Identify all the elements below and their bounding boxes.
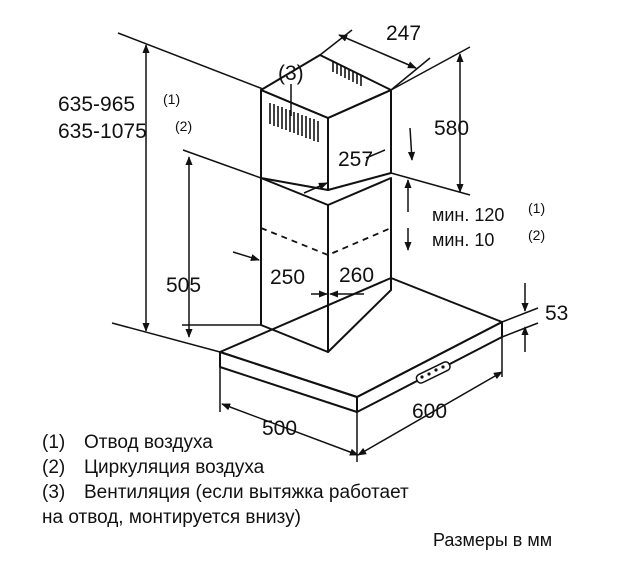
min-gap-recirc-ref: (2) [528, 227, 545, 243]
canopy-width: 600 [412, 400, 447, 423]
canopy-thickness: 53 [545, 302, 568, 325]
total-height-exhaust-ref: (1) [163, 91, 180, 107]
vent-marker-label: (3) [278, 62, 304, 85]
lower-chimney-side [327, 177, 392, 353]
lower-height-dimension [182, 149, 262, 338]
vent-grille-side [332, 62, 362, 86]
min-gap-recirc: мин. 10 [432, 230, 494, 250]
legend-item-1: (1)Отвод воздуха [42, 432, 213, 453]
lower-chimney-depth: 260 [339, 264, 374, 287]
top-depth-dimension [319, 29, 431, 91]
total-height-recirc: 635-1075 [58, 120, 147, 143]
canopy-depth: 500 [262, 417, 297, 440]
min-gap-exhaust: мин. 120 [432, 205, 504, 225]
canopy-front-edge [219, 351, 358, 413]
vent-grille [269, 103, 319, 142]
upper-chimney-height: 580 [434, 117, 469, 140]
legend-item-2: (2)Циркуляция воздуха [42, 457, 265, 478]
legend-item-3: (3)Вентиляция (если вытяжка работает [42, 482, 409, 503]
lower-chimney-height: 505 [166, 274, 201, 297]
upper-width-dimension [303, 127, 416, 194]
upper-chimney-width: 257 [338, 148, 373, 171]
lower-chimney-arrows [232, 251, 364, 298]
canopy-side-edge [356, 321, 503, 413]
legend-item-3-continued: на отвод, монтируется внизу) [42, 507, 301, 528]
total-height-exhaust: 635-965 [58, 93, 135, 116]
canopy-top [219, 277, 503, 398]
upper-height-dimension [390, 46, 471, 196]
lower-chimney-front [260, 177, 329, 353]
legend-list: (1)Отвод воздуха (2)Циркуляция воздуха (… [42, 430, 409, 530]
total-height-dimension [111, 32, 264, 353]
lower-chimney-width: 250 [270, 266, 305, 289]
total-height-recirc-ref: (2) [175, 118, 192, 134]
canopy-thickness-dimension [501, 283, 539, 352]
units-note: Размеры в мм [433, 530, 553, 550]
canopy-size-dimension [219, 337, 503, 462]
chimney-top-depth: 247 [386, 22, 421, 45]
min-gap-exhaust-ref: (1) [528, 200, 545, 216]
min-overlap-dashed-line [260, 227, 392, 256]
